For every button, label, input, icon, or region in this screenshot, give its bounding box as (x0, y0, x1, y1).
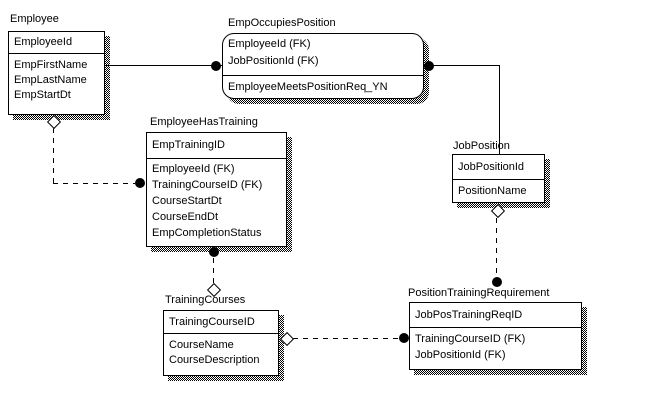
pk-attribute: EmployeeId (FK) (228, 38, 311, 50)
entity-positiontrainingrequirement[interactable]: JobPosTrainingReqID TrainingCourseID (FK… (409, 302, 587, 375)
attribute: CourseDescription (169, 354, 260, 366)
entity-trainingcourses[interactable]: TrainingCourseID CourseName CourseDescri… (163, 310, 284, 381)
entity-key-area: EmployeeId (9, 32, 104, 54)
attribute: TrainingCourseID (FK) (415, 333, 526, 345)
cardinality-many-dot-icon (209, 247, 219, 257)
cardinality-many-dot-icon (211, 61, 221, 71)
entity-title-empoccupiesposition: EmpOccupiesPosition (228, 17, 336, 29)
relationship-line-employee-empoccupiesposition (105, 65, 222, 66)
relationship-line-jobposition-empoccupiesposition (499, 65, 500, 155)
cardinality-many-dot-icon (492, 277, 502, 287)
entity-employeehastraining[interactable]: EmpTrainingID EmployeeId (FK) TrainingCo… (146, 132, 292, 252)
cardinality-many-dot-icon (424, 61, 434, 71)
cardinality-many-dot-icon (399, 333, 409, 343)
entity-title-employee: Employee (10, 13, 59, 25)
entity-box: TrainingCourseID CourseName CourseDescri… (163, 310, 279, 376)
attribute: EmpStartDt (14, 89, 71, 101)
relationship-line-employee-employeehastraining (53, 183, 135, 184)
entity-key-area: JobPositionId (453, 155, 544, 180)
attribute: CourseName (169, 339, 234, 351)
pk-attribute: TrainingCourseID (169, 316, 255, 328)
relationship-line-employee-employeehastraining (53, 128, 54, 183)
relationship-line-jobposition-empoccupiesposition (424, 65, 500, 66)
entity-key-area: TrainingCourseID (164, 311, 278, 334)
attribute: EmpLastName (14, 74, 87, 86)
attribute: EmployeeMeetsPositionReq_YN (228, 81, 388, 93)
entity-key-area: EmpTrainingID (147, 133, 286, 159)
entity-attribute-area: EmployeeMeetsPositionReq_YN (223, 76, 423, 96)
attribute: EmpCompletionStatus (152, 227, 262, 239)
entity-title-trainingcourses: TrainingCourses (165, 294, 246, 306)
entity-attribute-area: EmployeeId (FK) TrainingCourseID (FK) Co… (147, 159, 286, 241)
entity-attribute-area: CourseName CourseDescription (164, 334, 278, 368)
attribute: CourseEndDt (152, 211, 219, 223)
relationship-line-trainingcourses-positiontrainingrequirement (293, 338, 399, 339)
attribute: EmployeeId (FK) (152, 163, 235, 175)
entity-attribute-area: PositionName (453, 180, 544, 203)
entity-box: EmpTrainingID EmployeeId (FK) TrainingCo… (146, 132, 287, 247)
entity-box: JobPositionId PositionName (452, 154, 545, 203)
entity-empoccupiesposition[interactable]: EmployeeId (FK) JobPositionId (FK) Emplo… (222, 33, 429, 104)
cardinality-many-dot-icon (135, 178, 145, 188)
pk-attribute: EmployeeId (14, 36, 73, 48)
entity-attribute-area: TrainingCourseID (FK) JobPositionId (FK) (410, 328, 581, 363)
entity-box: JobPosTrainingReqID TrainingCourseID (FK… (409, 302, 582, 370)
entity-title-employeehastraining: EmployeeHasTraining (150, 116, 258, 128)
entity-title-jobposition: JobPosition (453, 140, 510, 152)
relationship-line-jobposition-positiontrainingrequirement (496, 218, 497, 277)
entity-key-area: JobPosTrainingReqID (410, 303, 581, 328)
attribute: CourseStartDt (152, 195, 222, 207)
entity-box: EmployeeId (FK) JobPositionId (FK) Emplo… (222, 33, 424, 99)
pk-attribute: EmpTrainingID (152, 139, 225, 151)
attribute: PositionName (458, 185, 527, 197)
entity-box: EmployeeId EmpFirstName EmpLastName EmpS… (8, 31, 105, 115)
entity-employee[interactable]: EmployeeId EmpFirstName EmpLastName EmpS… (8, 31, 110, 120)
pk-attribute: JobPositionId (FK) (228, 55, 319, 67)
entity-jobposition[interactable]: JobPositionId PositionName (452, 154, 550, 208)
attribute: TrainingCourseID (FK) (152, 179, 263, 191)
entity-key-area: EmployeeId (FK) JobPositionId (FK) (223, 34, 423, 76)
pk-attribute: JobPositionId (458, 161, 525, 173)
relationship-line-trainingcourses-employeehastraining (213, 258, 214, 284)
pk-attribute: JobPosTrainingReqID (415, 309, 523, 321)
attribute: JobPositionId (FK) (415, 349, 506, 361)
entity-title-positiontrainingrequirement: PositionTrainingRequirement (408, 287, 550, 299)
attribute: EmpFirstName (14, 59, 88, 71)
entity-attribute-area: EmpFirstName EmpLastName EmpStartDt (9, 54, 104, 103)
